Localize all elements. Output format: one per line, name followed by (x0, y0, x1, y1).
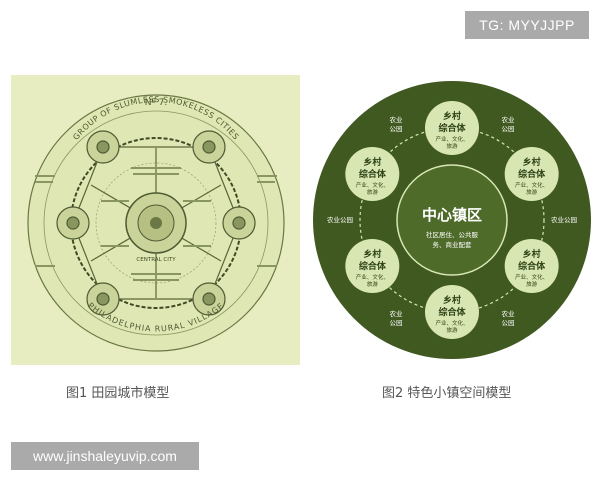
node-sub-2: 旅游 (446, 326, 458, 334)
node-sub-2: 旅游 (526, 188, 538, 196)
center-town-circle (396, 164, 508, 276)
center-town-sub-1: 社区居住、公共服 (426, 230, 479, 239)
town-model-diagram: 中心镇区 社区居住、公共服 务、商业配套 乡村综合体产业、文化、旅游乡村综合体产… (313, 81, 591, 359)
node-title-1: 乡村 (443, 110, 461, 122)
central-city (125, 192, 187, 254)
node-circle (345, 239, 400, 293)
node-title-1: 乡村 (523, 156, 541, 168)
agri-park-line2: 公园 (390, 125, 403, 133)
node-sub-1: 产业、文化、 (356, 181, 389, 189)
agri-park-text: 农业公园 (327, 215, 353, 224)
agri-park-line2: 公园 (502, 125, 515, 133)
agri-park-text: 农业公园 (551, 215, 577, 224)
node-title-2: 综合体 (518, 168, 546, 180)
node-title-2: 综合体 (359, 260, 387, 272)
node-sub-2: 旅游 (446, 142, 458, 150)
figure2-caption: 图2 特色小镇空间模型 (382, 386, 512, 401)
satellite-cities (56, 130, 256, 316)
inner-ring (43, 110, 269, 336)
node-circle (504, 239, 559, 293)
node-title-1: 乡村 (363, 248, 381, 260)
agri-park-line1: 农业 (502, 115, 516, 124)
central-city-label: CENTRAL CITY (136, 257, 176, 263)
scattered-labels (35, 167, 277, 281)
agri-park-line2: 公园 (502, 319, 515, 327)
agri-park-label: 农业公园 (502, 309, 516, 327)
node-sub-1: 产业、文化、 (515, 181, 548, 189)
agri-park-line1: 农业 (502, 309, 516, 318)
agri-park-label: 农业公园 (327, 215, 353, 224)
inner-road-ring (95, 162, 217, 284)
node-title-1: 乡村 (443, 294, 461, 306)
node-circle (504, 147, 559, 201)
node-title-2: 综合体 (438, 306, 466, 318)
node-title-2: 综合体 (359, 168, 387, 180)
figure1-caption: 图1 田园城市模型 (66, 386, 170, 401)
node-sub-2: 旅游 (367, 188, 379, 196)
node-sub-1: 产业、文化、 (435, 319, 468, 327)
agri-park-label: 农业公园 (390, 309, 404, 327)
bottom-watermark: www.jinshaleyuvip.com (11, 442, 199, 470)
node-sub-2: 旅游 (367, 280, 379, 288)
node-title-1: 乡村 (523, 248, 541, 260)
agri-park-line1: 农业 (390, 115, 404, 124)
node-circle (345, 147, 400, 201)
center-town-title: 中心镇区 (422, 206, 482, 224)
center-town-sub-2: 务、商业配套 (433, 240, 473, 249)
garden-city-diagram: Nº 7. GROUP OF SLUMLESS SMOKELESS CITIES… (11, 75, 300, 365)
agri-park-line2: 公园 (390, 319, 403, 327)
node-title-1: 乡村 (363, 156, 381, 168)
node-sub-2: 旅游 (526, 280, 538, 288)
node-circle (425, 285, 479, 339)
agri-park-label: 农业公园 (551, 215, 577, 224)
diagram-number: Nº 7. (145, 98, 167, 108)
node-circle (425, 101, 479, 155)
node-sub-1: 产业、文化、 (435, 135, 468, 143)
node-title-2: 综合体 (518, 260, 546, 272)
node-sub-1: 产业、文化、 (356, 273, 389, 281)
node-title-2: 综合体 (438, 122, 466, 134)
agri-park-label: 农业公园 (390, 115, 404, 133)
agri-park-line1: 农业 (390, 309, 404, 318)
agri-park-label: 农业公园 (502, 115, 516, 133)
top-watermark: TG: MYYJJPP (465, 11, 589, 39)
rural-complex-nodes: 乡村综合体产业、文化、旅游乡村综合体产业、文化、旅游乡村综合体产业、文化、旅游乡… (345, 101, 559, 339)
node-sub-1: 产业、文化、 (515, 273, 548, 281)
